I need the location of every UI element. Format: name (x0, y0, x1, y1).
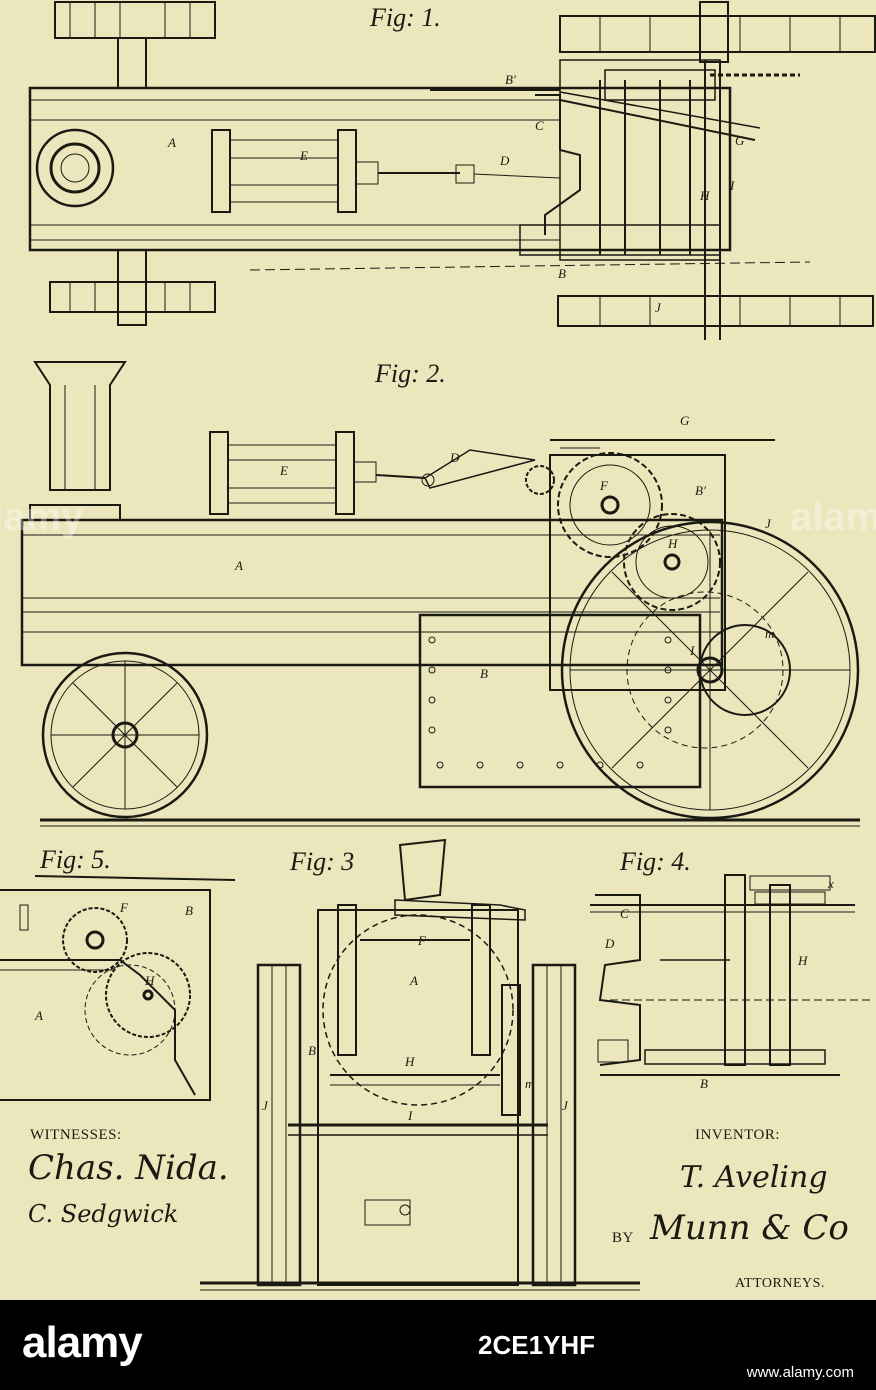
svg-text:D: D (499, 153, 510, 168)
svg-text:G: G (735, 133, 745, 148)
svg-text:D: D (449, 450, 460, 465)
watermark-left: alamy (0, 495, 83, 540)
fig2-label: Fig: 2. (374, 359, 446, 388)
svg-text:D: D (604, 936, 615, 951)
svg-text:H: H (797, 953, 808, 968)
attorneys-label: ATTORNEYS. (735, 1276, 825, 1292)
patent-drawing-plate: A E D C B' H I G J B (0, 0, 876, 1300)
fig2-drawing: A E D G B' F H I B J m (22, 362, 860, 826)
alamy-logo: alamy (22, 1318, 142, 1368)
svg-text:A: A (34, 1008, 43, 1023)
fig5-label: Fig: 5. (39, 845, 111, 874)
svg-text:A: A (234, 558, 243, 573)
witnesses-heading: WITNESSES: (30, 1127, 122, 1144)
svg-text:C: C (620, 906, 629, 921)
fig1-label: Fig: 1. (369, 3, 441, 32)
svg-text:A: A (409, 973, 418, 988)
svg-text:I: I (729, 178, 735, 193)
svg-text:J: J (655, 300, 662, 315)
svg-text:F: F (599, 478, 609, 493)
svg-text:B: B (308, 1043, 316, 1058)
fig1-drawing: A E D C B' H I G J B (30, 2, 875, 340)
patent-drawing-sheet: A E D C B' H I G J B (0, 0, 876, 1300)
svg-text:B: B (558, 266, 566, 281)
svg-text:J: J (562, 1098, 569, 1113)
fig4-label: Fig: 4. (619, 847, 691, 876)
svg-text:F: F (417, 933, 427, 948)
svg-text:E: E (299, 148, 308, 163)
attorney-signature: Munn & Co (650, 1208, 849, 1248)
svg-text:B': B' (695, 483, 706, 498)
stock-footer-bar: alamy 2CE1YHF www.alamy.com (0, 1300, 876, 1390)
svg-text:m: m (525, 1076, 534, 1091)
fig5-drawing: A B F H (0, 876, 235, 1100)
svg-text:C: C (535, 118, 544, 133)
svg-text:B: B (700, 1076, 708, 1091)
witness-signature-2: C. Sedgwick (28, 1200, 178, 1228)
watermark-right: alamy (790, 495, 876, 540)
svg-text:I: I (407, 1108, 413, 1123)
inventor-signature: T. Aveling (680, 1160, 828, 1195)
site-url: www.alamy.com (747, 1364, 854, 1381)
svg-text:A: A (167, 135, 176, 150)
svg-text:I: I (689, 643, 695, 658)
by-label: BY (612, 1230, 634, 1247)
svg-text:J: J (765, 516, 772, 531)
svg-text:H: H (144, 973, 155, 988)
inventor-heading: INVENTOR: (695, 1127, 780, 1144)
svg-text:B: B (185, 903, 193, 918)
svg-text:J: J (262, 1098, 269, 1113)
svg-text:B: B (480, 666, 488, 681)
witness-signature-1: Chas. Nida. (28, 1148, 229, 1188)
image-id: 2CE1YHF (478, 1330, 595, 1361)
svg-text:H: H (667, 536, 678, 551)
fig3-drawing: A F H I B J J m (200, 840, 640, 1290)
svg-text:E: E (279, 463, 288, 478)
svg-text:m: m (765, 626, 774, 641)
fig3-label: Fig: 3 (289, 847, 354, 876)
svg-text:F: F (119, 900, 129, 915)
svg-text:B': B' (505, 72, 516, 87)
svg-text:H: H (699, 188, 710, 203)
svg-text:x: x (827, 876, 834, 891)
svg-text:G: G (680, 413, 690, 428)
fig4-drawing: C D H x B (590, 875, 870, 1091)
svg-text:H: H (404, 1054, 415, 1069)
